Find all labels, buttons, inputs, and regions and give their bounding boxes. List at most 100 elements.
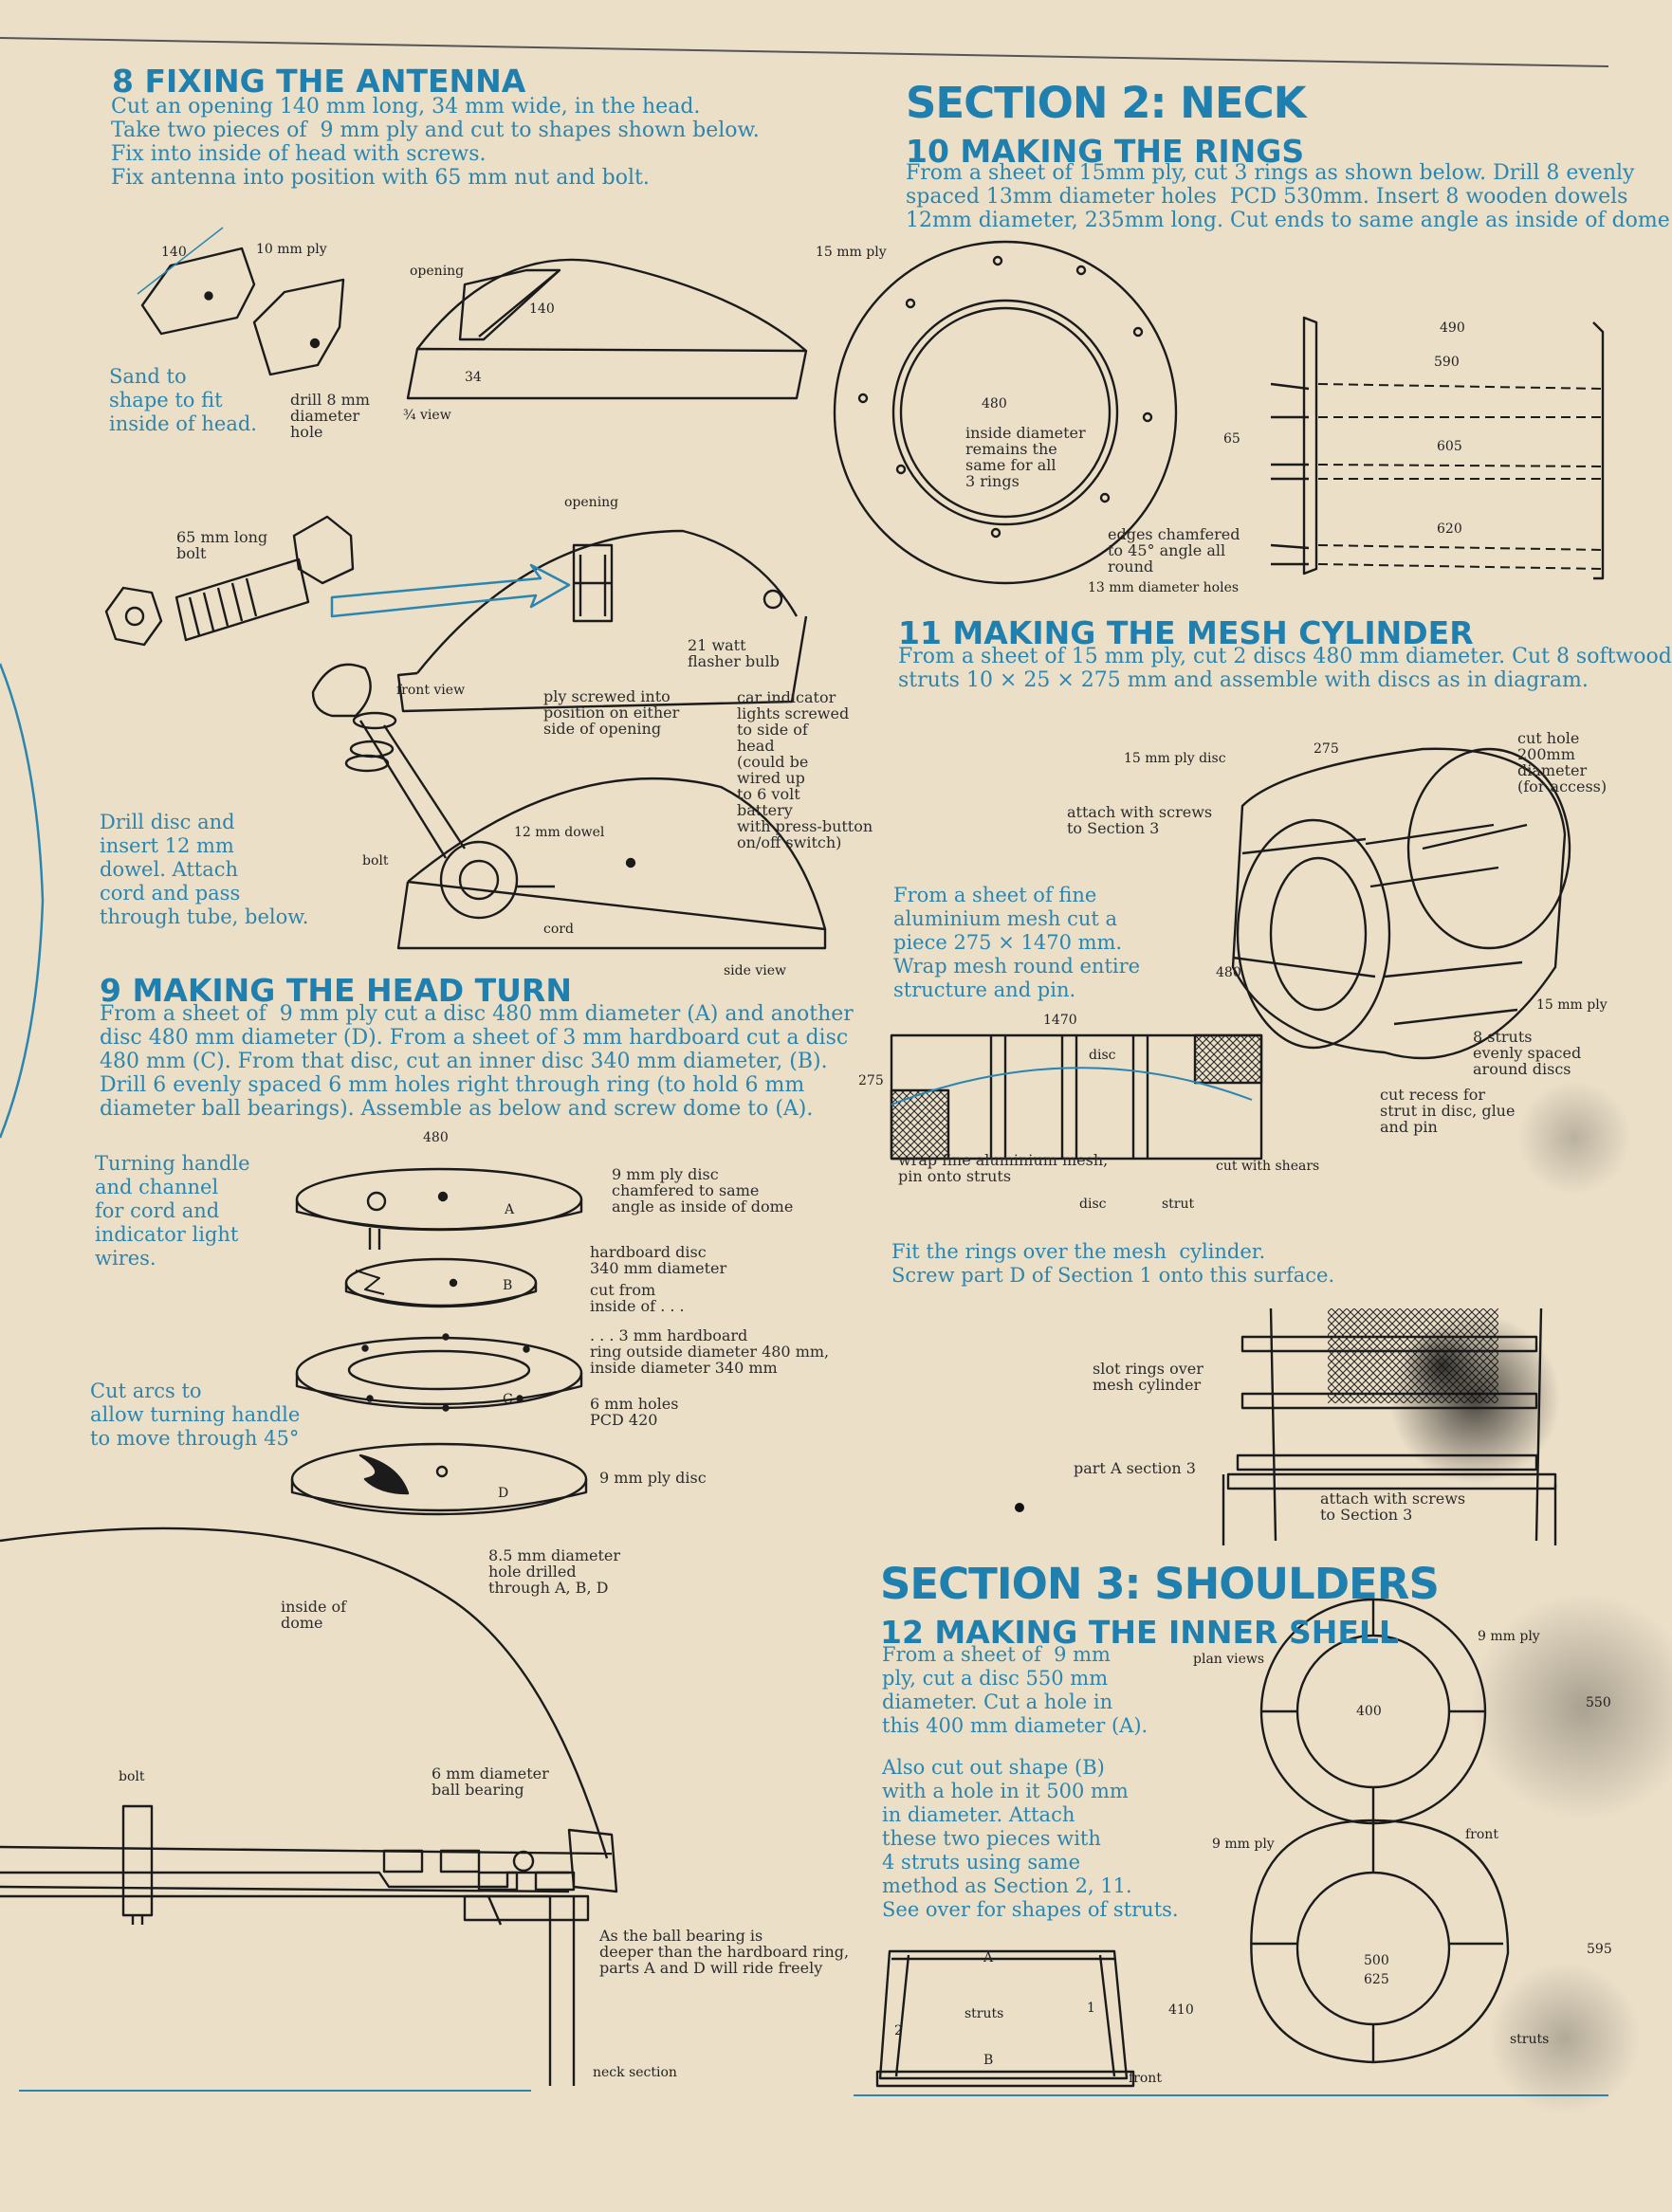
dim-590: 590 — [1434, 355, 1460, 370]
label-drill-8mm: drill 8 mm diameter hole — [290, 391, 370, 441]
label-shell-b: B — [983, 2053, 994, 2068]
dim-605: 605 — [1437, 439, 1462, 454]
label-15mm-ply: 15 mm ply — [816, 245, 887, 260]
head-assembly-section — [0, 1526, 618, 2086]
label-595: 595 — [1587, 1942, 1612, 1957]
label-140b: 140 — [529, 302, 555, 317]
label-car-indicator: car indicator lights screwed to side of … — [737, 688, 873, 851]
note-drill-disc: Drill disc and insert 12 mm dowel. Attac… — [100, 811, 309, 928]
label-disc-b: hardboard disc 340 mm diameter — [590, 1243, 727, 1277]
turn-discs — [290, 1167, 588, 1516]
label-bolt-section: bolt — [119, 1769, 145, 1784]
label-wrap-mesh: wrap fine aluminium mesh, pin onto strut… — [898, 1151, 1109, 1185]
label-500: 500 — [1364, 1953, 1389, 1968]
label-15mm-ply-disc: 15 mm ply disc — [1124, 751, 1226, 766]
heading-11: 11 MAKING THE MESH CYLINDER — [898, 614, 1474, 651]
label-strut: strut — [1162, 1197, 1195, 1212]
text-10: From a sheet of 15mm ply, cut 3 rings as… — [906, 161, 1670, 232]
label-cut-from: cut from inside of . . . — [590, 1281, 685, 1315]
print-speckle — [1015, 1081, 1672, 2114]
note-turning-handle: Turning handle and channel for cord and … — [95, 1152, 250, 1270]
text-8: Cut an opening 140 mm long, 34 mm wide, … — [111, 95, 760, 190]
label-front: front — [1465, 1827, 1498, 1842]
label-480-ring: 480 — [982, 396, 1007, 411]
label-attach-screws: attach with screws to Section 3 — [1067, 803, 1213, 837]
heading-10: 10 MAKING THE RINGS — [906, 133, 1305, 170]
neck-assembly — [1222, 1307, 1560, 1545]
text-9: From a sheet of 9 mm ply cut a disc 480 … — [100, 1002, 854, 1121]
label-9mm-ply: 9 mm ply — [1478, 1629, 1540, 1644]
label-10mm-ply: 10 mm ply — [256, 242, 327, 257]
label-13mm-holes: 13 mm diameter holes — [1088, 580, 1240, 595]
label-inside-diameter: inside diameter remains the same for all… — [965, 424, 1086, 490]
heading-9: 9 MAKING THE HEAD TURN — [100, 972, 572, 1009]
label-front-2: front — [1129, 2071, 1162, 2086]
label-edges-chamfered: edges chamfered to 45° angle all round — [1108, 525, 1240, 576]
label-550: 550 — [1586, 1695, 1611, 1710]
head-front-view — [330, 529, 808, 713]
section-2-heading: SECTION 2: NECK — [906, 78, 1306, 128]
label-ring-c: . . . 3 mm hardboard ring outside diamet… — [590, 1326, 830, 1377]
label-flasher-bulb: 21 watt flasher bulb — [688, 636, 780, 670]
label-strut-1: 1 — [1087, 2001, 1095, 2016]
antenna-plates — [137, 227, 345, 376]
label-ball-bearing: 6 mm diameter ball bearing — [432, 1764, 549, 1799]
label-disc-a: 9 mm ply disc chamfered to same angle as… — [612, 1165, 794, 1216]
heading-12: 12 MAKING THE INNER SHELL — [880, 1614, 1399, 1651]
text-12: From a sheet of 9 mm ply, cut a disc 550… — [882, 1643, 1148, 1737]
label-cut-hole: cut hole 200mm diameter (for access) — [1517, 729, 1608, 795]
head-three-quarter-view — [406, 258, 808, 400]
section-3-heading: SECTION 3: SHOULDERS — [880, 1559, 1440, 1609]
label-275-sheet: 275 — [858, 1073, 884, 1088]
label-275: 275 — [1314, 741, 1339, 757]
label-strut-2: 2 — [894, 2023, 903, 2038]
label-6mm-holes: 6 mm holes PCD 420 — [590, 1395, 679, 1429]
letter-c: C — [503, 1392, 513, 1407]
label-struts-front: struts — [965, 2006, 1004, 2021]
label-shell-a: A — [983, 1950, 994, 1965]
antenna-bolt — [104, 515, 355, 647]
letter-d: D — [498, 1486, 509, 1501]
label-bolt: bolt — [362, 853, 389, 868]
mesh-sheet — [890, 1033, 1263, 1161]
label-12mm-dowel: 12 mm dowel — [514, 825, 605, 840]
label-side-view: side view — [724, 963, 787, 978]
note-sand: Sand to shape to fit inside of head. — [109, 365, 257, 435]
label-480: 480 — [423, 1130, 449, 1145]
dim-65: 65 — [1223, 431, 1240, 447]
label-15mm-ply-side: 15 mm ply — [1536, 997, 1608, 1013]
text-12b: Also cut out shape (B) with a hole in it… — [882, 1756, 1179, 1921]
label-disc-3: disc — [1079, 1197, 1107, 1212]
label-9mm-ply-2: 9 mm ply — [1212, 1837, 1275, 1852]
dim-620: 620 — [1437, 521, 1462, 537]
label-34: 34 — [465, 370, 482, 385]
heading-8: 8 FIXING THE ANTENNA — [112, 63, 526, 100]
label-opening-2: opening — [564, 495, 619, 510]
letter-b: B — [503, 1278, 513, 1293]
label-140: 140 — [161, 245, 187, 260]
label-400: 400 — [1356, 1704, 1382, 1719]
label-front-view: front view — [396, 683, 466, 698]
inner-shell-plans — [1250, 1598, 1510, 2064]
letter-a: A — [505, 1202, 515, 1217]
label-cut-recess: cut recess for strut in disc, glue and p… — [1380, 1086, 1516, 1136]
label-480-cyl: 480 — [1216, 965, 1241, 980]
label-8-struts: 8 struts evenly spaced around discs — [1473, 1028, 1582, 1078]
label-ride-freely: As the ball bearing is deeper than the h… — [599, 1927, 850, 1977]
label-625: 625 — [1364, 1972, 1389, 1987]
inner-shell-front — [875, 1949, 1135, 2088]
label-410: 410 — [1168, 2002, 1194, 2018]
blueprint-diagrams — [0, 37, 1672, 2114]
text-mesh: From a sheet of fine aluminium mesh cut … — [893, 884, 1141, 1001]
label-8-5mm-hole: 8.5 mm diameter hole drilled through A, … — [488, 1546, 621, 1597]
label-ply-screwed: ply screwed into position on either side… — [543, 687, 680, 738]
label-opening: opening — [410, 264, 465, 279]
label-plan-views: plan views — [1193, 1652, 1265, 1667]
label-disc-mesh: disc — [1089, 1048, 1116, 1063]
label-inside-dome: inside of dome — [281, 1598, 347, 1632]
label-1470: 1470 — [1043, 1013, 1077, 1028]
label-cord: cord — [543, 922, 574, 937]
text-11: From a sheet of 15 mm ply, cut 2 discs 4… — [898, 645, 1672, 692]
neck-ring — [833, 240, 1178, 585]
label-neck-section: neck section — [593, 2065, 677, 2080]
